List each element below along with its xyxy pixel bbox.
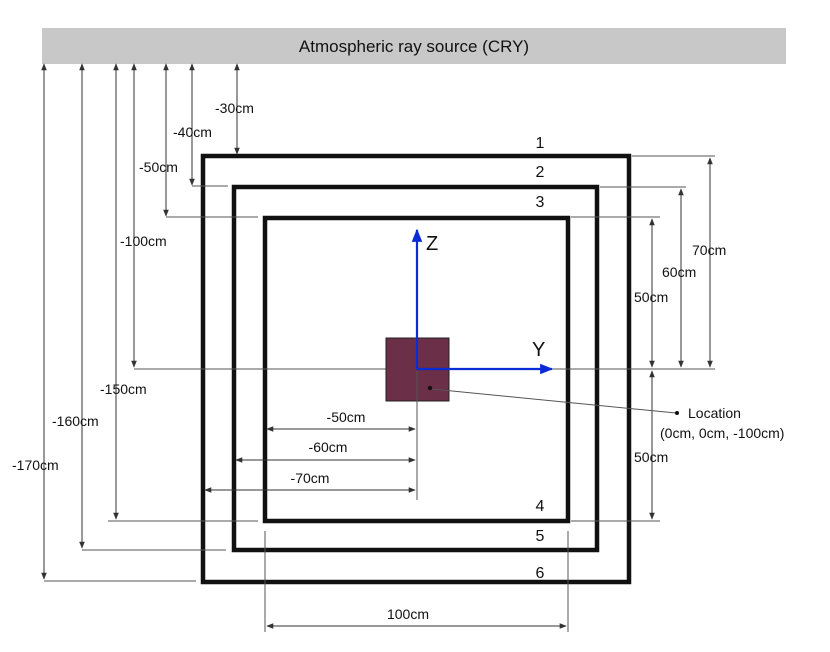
frame-number-6: 6 (536, 565, 545, 582)
z-axis-label: Z (426, 233, 438, 255)
ray-source-label: Atmospheric ray source (CRY) (299, 37, 529, 56)
frame-number-4: 4 (536, 498, 545, 515)
y-axis-label: Y (532, 339, 545, 361)
dim-label-160cm: -160cm (52, 413, 99, 429)
frame-number-1: 1 (536, 135, 545, 152)
dim-label-150cm: -150cm (100, 381, 147, 397)
dim-label-h-60cm: -60cm (309, 439, 348, 455)
location-leader (431, 388, 677, 414)
location-dot (427, 385, 433, 391)
dim-label-170cm: -170cm (12, 457, 59, 473)
dim-label-50cm: -50cm (139, 159, 178, 175)
location-title: Location (688, 405, 741, 421)
dim-label-100cm: -100cm (120, 233, 167, 249)
frame-number-3: 3 (536, 194, 545, 211)
location-leader-end-dot (675, 411, 679, 415)
dim-label-30cm: -30cm (215, 100, 254, 116)
dim-label-h-50cm: -50cm (327, 409, 366, 425)
location-coords: (0cm, 0cm, -100cm) (660, 425, 784, 441)
dim-label-right-60cm: 60cm (662, 264, 696, 280)
dim-label-h-70cm: -70cm (291, 470, 330, 486)
frame-number-5: 5 (536, 528, 545, 545)
dim-label-40cm: -40cm (173, 124, 212, 140)
dim-label-right-70cm: 70cm (692, 242, 726, 258)
frame-number-2: 2 (536, 164, 545, 181)
dim-label-bottom-100cm: 100cm (387, 606, 429, 622)
dim-label-right-50cm-bottom: 50cm (634, 449, 668, 465)
dim-label-right-50cm-top: 50cm (634, 289, 668, 305)
ray-source-bar (42, 28, 786, 64)
